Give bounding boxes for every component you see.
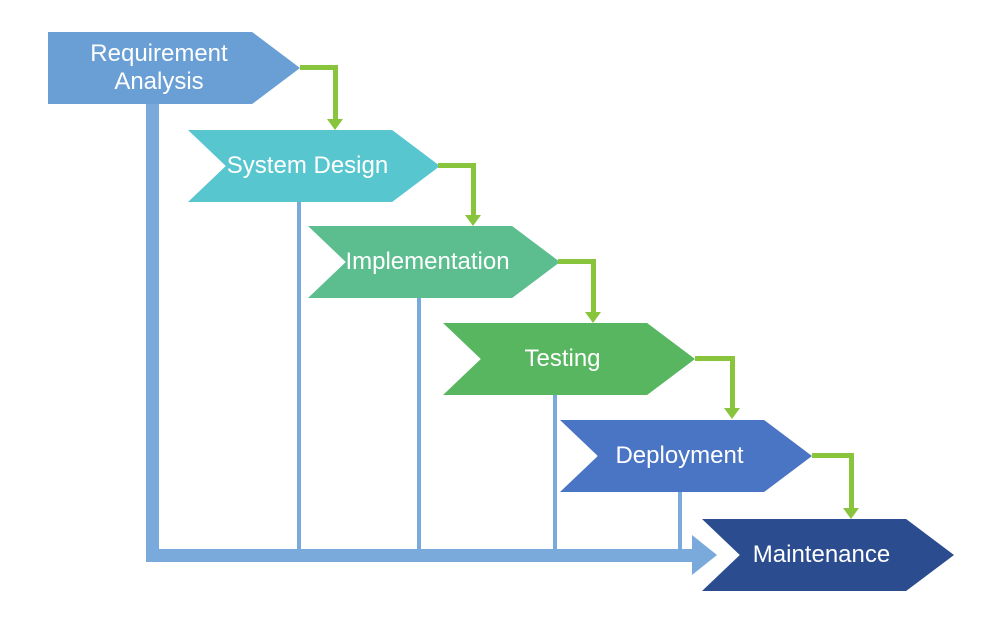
feedback-line-requirement-vertical (146, 103, 159, 562)
connector-1-horizontal (300, 65, 338, 70)
connector-4-horizontal (695, 356, 735, 361)
feedback-arrowhead-icon (692, 535, 717, 575)
feedback-line-design-vertical (297, 201, 301, 549)
stage-label: Implementation (345, 248, 510, 276)
connector-4-vertical (730, 356, 735, 408)
stage-requirement-analysis: Requirement Analysis (48, 32, 300, 104)
connector-5-horizontal (812, 453, 854, 458)
stage-system-design: System Design (188, 130, 440, 202)
connector-4-arrowhead-icon (724, 408, 740, 419)
connector-2-arrowhead-icon (465, 215, 481, 226)
feedback-line-horizontal (146, 549, 692, 562)
connector-2-vertical (471, 163, 476, 215)
connector-3-vertical (591, 259, 596, 312)
stage-label: System Design (226, 152, 389, 180)
connector-1-arrowhead-icon (327, 119, 343, 130)
feedback-line-implementation-vertical (417, 297, 421, 549)
connector-1-vertical (333, 65, 338, 119)
stage-maintenance: Maintenance (702, 519, 954, 591)
feedback-line-deployment-vertical (678, 491, 682, 549)
connector-3-arrowhead-icon (585, 312, 601, 323)
stage-deployment: Deployment (560, 420, 812, 492)
feedback-line-testing-vertical (553, 394, 557, 549)
stage-label: Requirement Analysis (90, 40, 228, 95)
stage-implementation: Implementation (308, 226, 560, 298)
stage-label: Deployment (615, 442, 744, 470)
stage-testing: Testing (443, 323, 695, 395)
connector-5-vertical (849, 453, 854, 508)
stage-label: Testing (524, 345, 601, 373)
connector-2-horizontal (438, 163, 476, 168)
connector-3-horizontal (558, 259, 596, 264)
stage-label: Maintenance (752, 541, 891, 569)
connector-5-arrowhead-icon (843, 508, 859, 519)
